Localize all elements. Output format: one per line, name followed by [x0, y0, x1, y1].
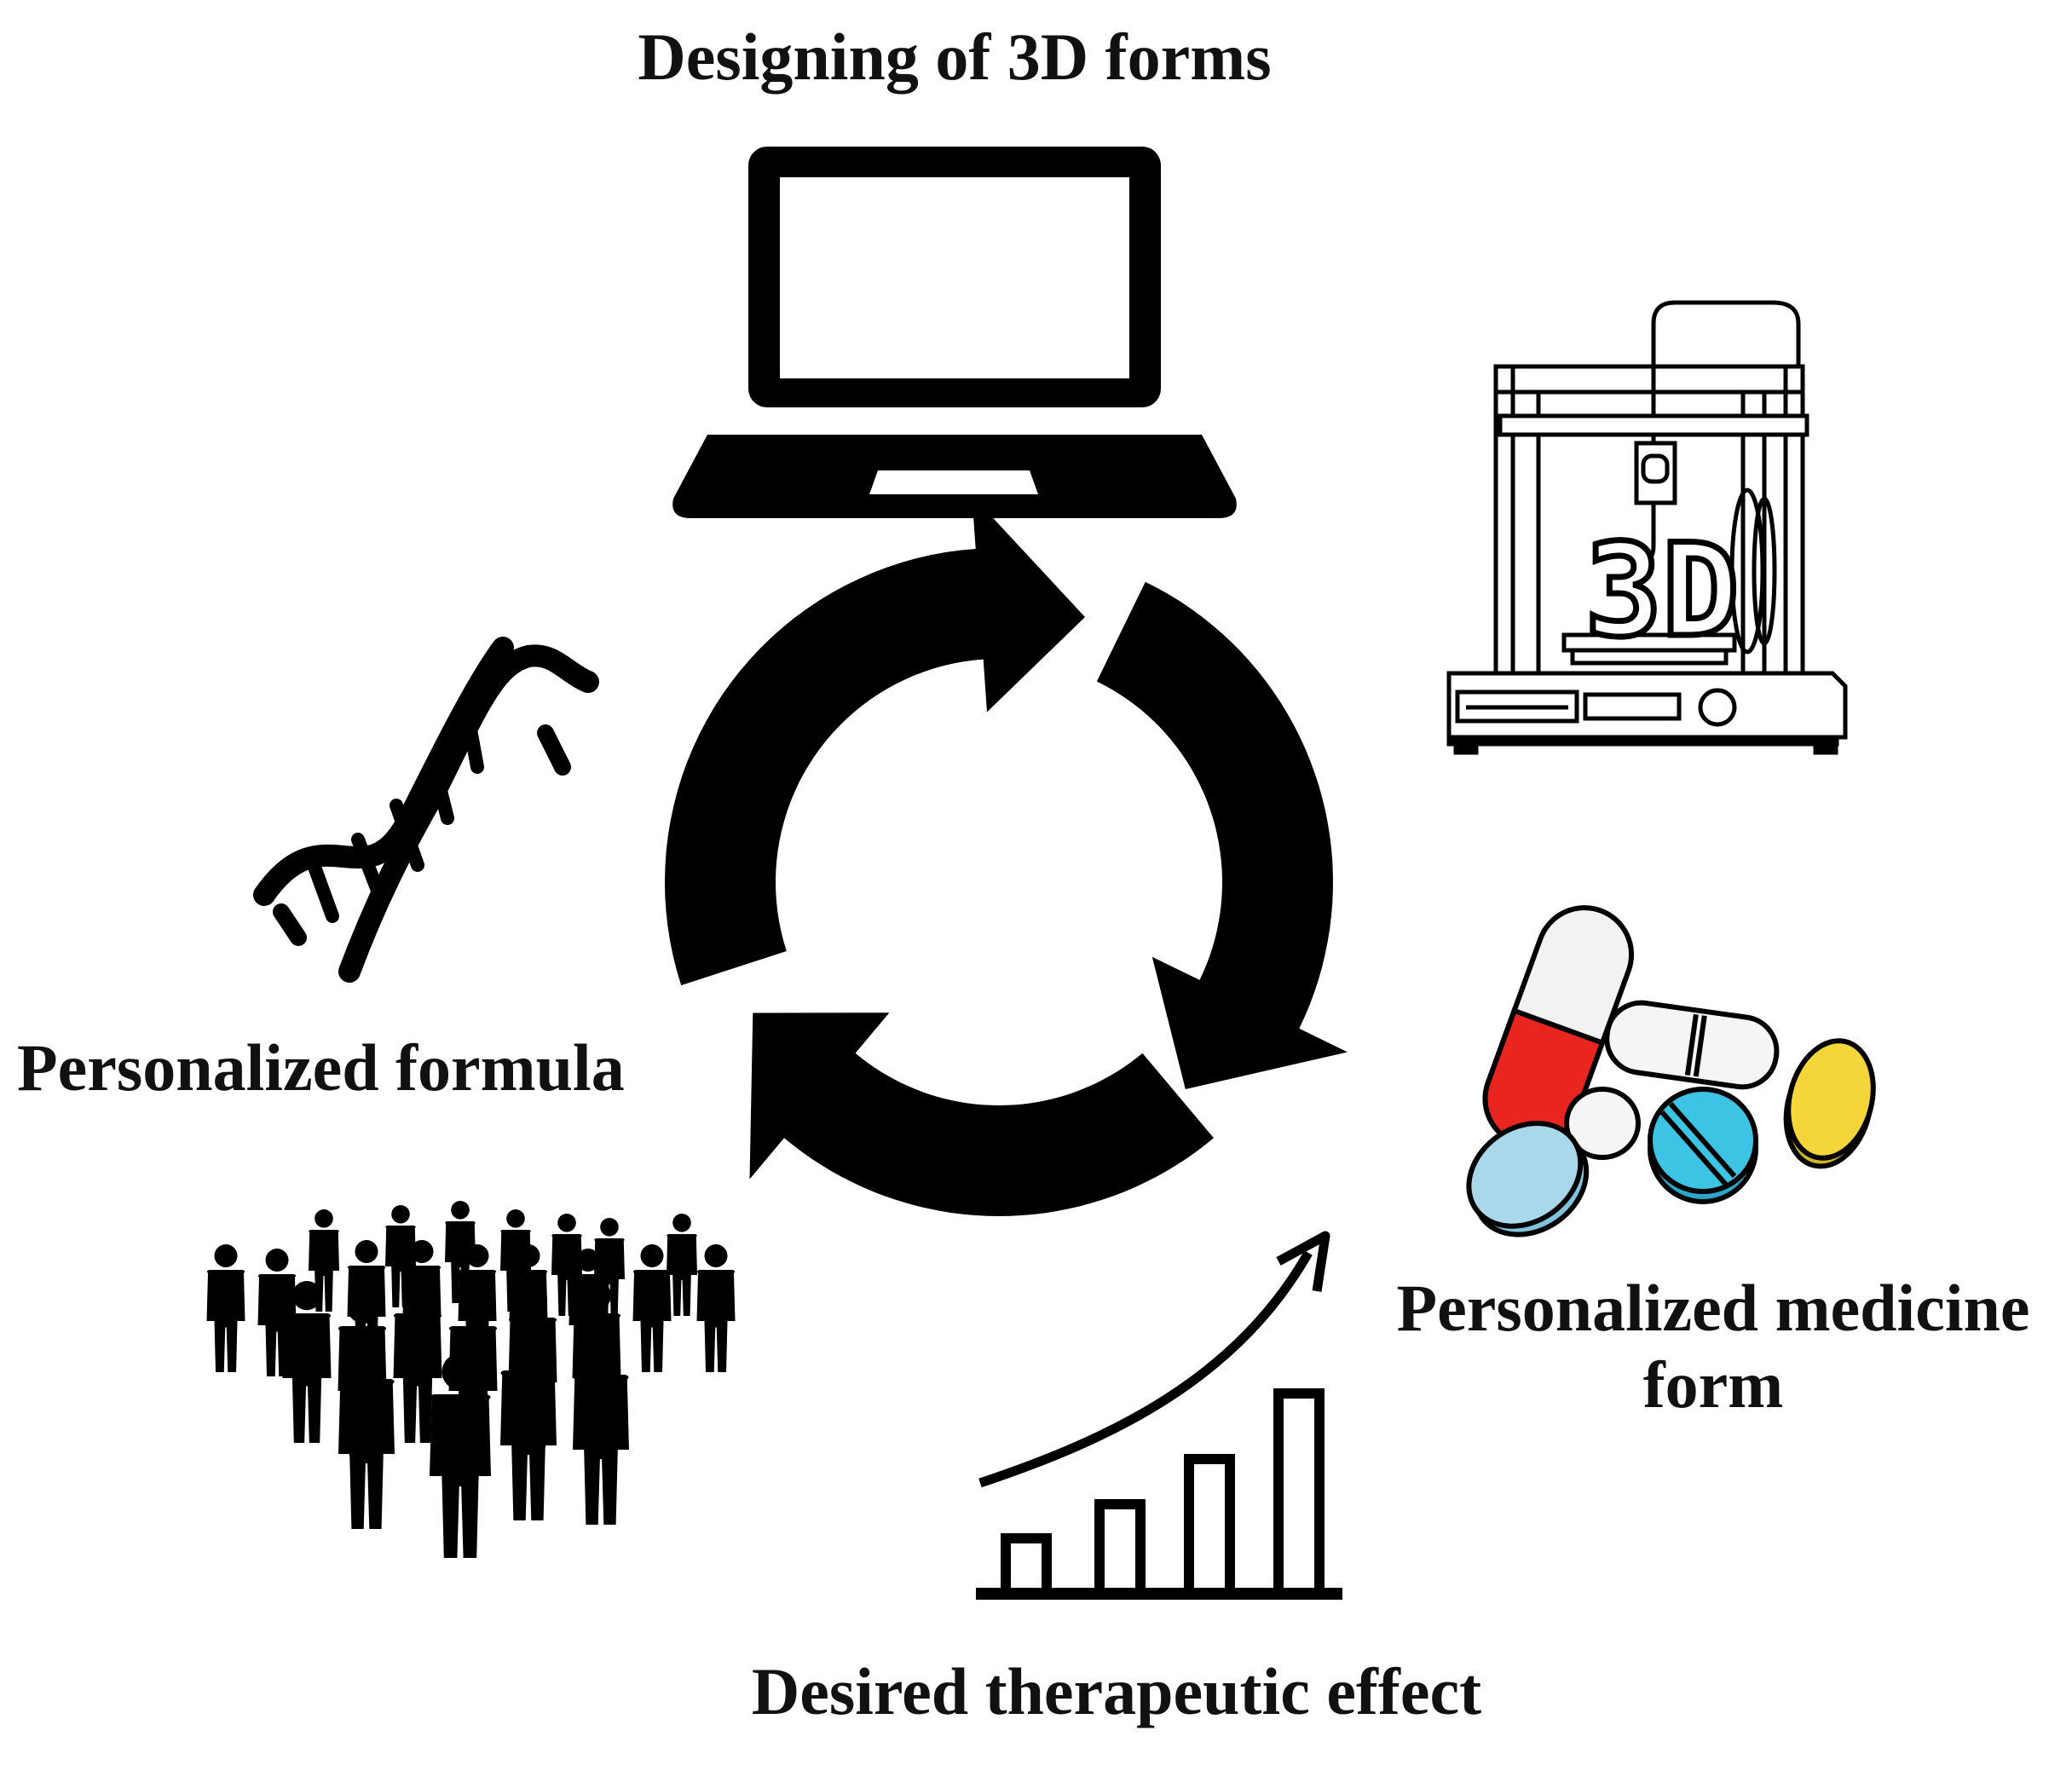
person-figure: [632, 1244, 672, 1372]
cycle-arrow-1: [665, 495, 1085, 986]
pills-icon: [1466, 905, 1876, 1237]
dna-icon: [253, 637, 599, 983]
label-right-line2: form: [1642, 1347, 1784, 1422]
label-personalized-medicine-form: Personalized medicine form: [1372, 1270, 2054, 1422]
person-figure: [338, 1341, 395, 1529]
person-figure: [667, 1214, 697, 1316]
cycle-arrow-2: [1096, 581, 1348, 1089]
label-right-line1: Personalized medicine: [1396, 1271, 2030, 1345]
person-figure: [696, 1244, 736, 1372]
printer-3d-icon: [1446, 300, 1848, 755]
person-figure: [500, 1333, 557, 1520]
person-figure: [206, 1244, 245, 1372]
person-figure: [393, 1281, 442, 1443]
laptop-icon: [672, 147, 1237, 518]
cycle-arrows-icon: [665, 495, 1348, 1216]
label-personalized-formula: Personalized formula: [17, 1030, 625, 1105]
printer-3d-label: 3D: [1585, 517, 1740, 666]
bar-growth-icon: [976, 1231, 1342, 1600]
cycle-arrow-3: [749, 1012, 1214, 1216]
person-figure: [430, 1353, 491, 1558]
person-figure: [282, 1281, 332, 1443]
person-figure: [573, 1337, 629, 1525]
crowd-icon: [206, 1201, 736, 1558]
